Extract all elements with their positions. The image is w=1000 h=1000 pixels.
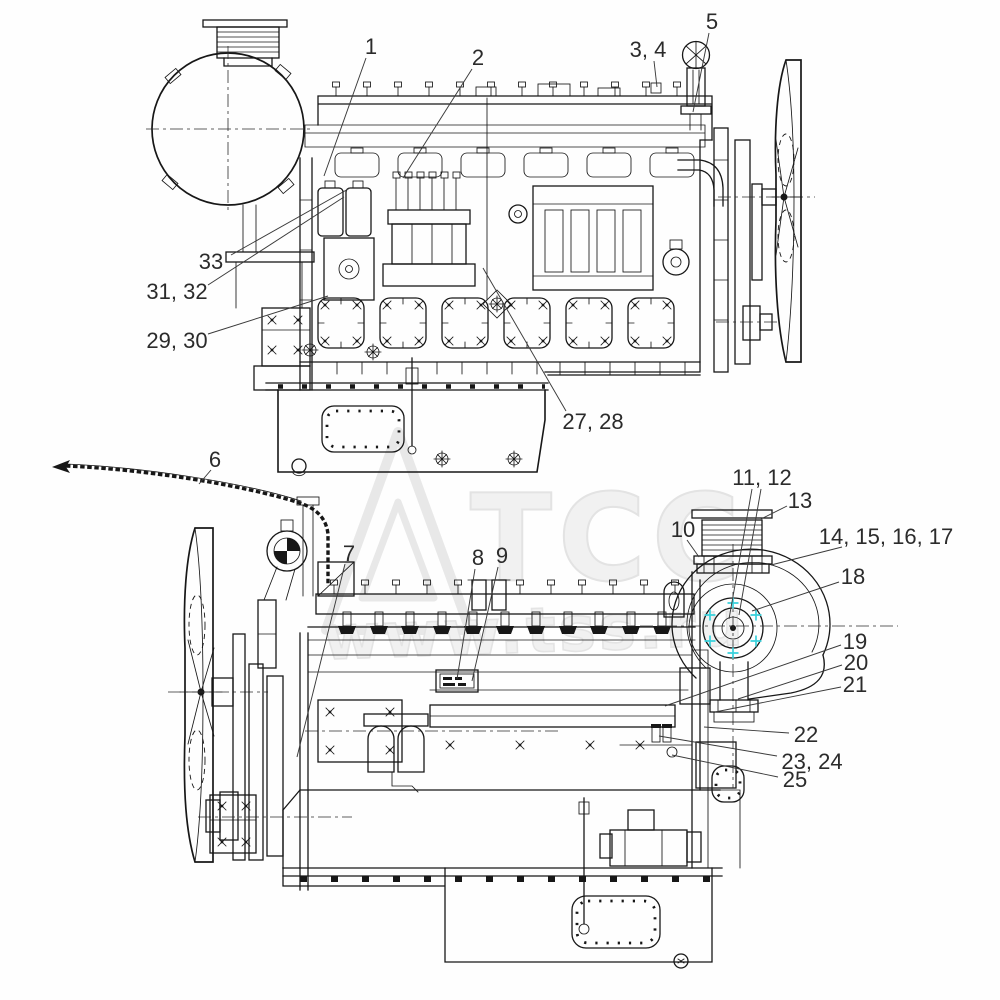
flywheel-housing-edge <box>619 571 745 869</box>
exhaust-flange <box>709 699 759 713</box>
callout-23-24-label: 23, 24 <box>781 749 842 774</box>
callout-11-12-leader <box>728 488 753 620</box>
callout-21-label: 21 <box>843 672 867 697</box>
front-pulleys <box>198 633 352 861</box>
callout-13-label: 13 <box>788 488 812 513</box>
injection-pump <box>382 171 476 287</box>
handhole-cover <box>711 765 745 803</box>
watermark-logo-triangle <box>321 427 475 635</box>
callout-31-32-label: 31, 32 <box>146 279 207 304</box>
front-top-bracket <box>296 496 355 891</box>
callout-29-30-leader <box>207 295 329 335</box>
stop-cable <box>52 460 330 586</box>
callout-3-4-leader <box>653 60 658 88</box>
callout-6-leader <box>198 469 212 485</box>
lifting-eye <box>663 581 685 618</box>
starter-motor <box>599 809 702 867</box>
fan-bottom <box>168 527 268 863</box>
air-cleaner <box>146 19 315 309</box>
head-stud <box>650 82 662 94</box>
callout-3-4-label: 3, 4 <box>630 37 667 62</box>
callout-6-label: 6 <box>209 447 221 472</box>
callout-27-28-leader <box>482 267 567 412</box>
fuel-filters <box>317 180 375 301</box>
callout-5-label: 5 <box>706 9 718 34</box>
bottom-rails-oil-sump <box>282 797 723 969</box>
turbo-volute <box>671 548 831 679</box>
callout-8-label: 8 <box>472 545 484 570</box>
callout-1-label: 1 <box>365 34 377 59</box>
exhaust-manifold <box>307 611 696 641</box>
callout-25-label: 25 <box>783 767 807 792</box>
callout-7-label: 7 <box>343 541 355 566</box>
callout-33-leader <box>230 187 351 256</box>
callout-5-leader <box>692 32 710 113</box>
callout-8-leader <box>456 568 476 680</box>
callout-11-12-leader-2 <box>738 488 762 616</box>
callout-27-28-label: 27, 28 <box>562 409 623 434</box>
water-pump <box>257 519 308 669</box>
callout-2-leader <box>402 68 473 179</box>
callout-20-label: 20 <box>844 650 868 675</box>
sump-access-cover <box>571 895 661 949</box>
name-plate <box>435 669 479 693</box>
callout-7-leader <box>296 563 346 758</box>
callout-22-label: 22 <box>794 722 818 747</box>
callout-31-32-leader <box>207 196 345 286</box>
cable-arrow <box>52 460 70 473</box>
callout-13-leader <box>760 505 788 520</box>
watermark: ТСС www.tss.ru <box>321 427 748 675</box>
drain-plug <box>291 458 307 474</box>
callout-22-leader <box>703 726 790 734</box>
callout-2-label: 2 <box>472 45 484 70</box>
watermark-logo-text: ТСС <box>470 470 746 609</box>
callout-18-label: 18 <box>841 564 865 589</box>
fan-drive <box>716 139 815 365</box>
sump-drain-plug <box>673 953 689 969</box>
watermark-logo-inner-triangle <box>358 498 438 602</box>
cylinder-head-deck <box>304 81 713 148</box>
callout-20-leader <box>737 664 843 700</box>
callout-23-24-leader <box>658 735 778 757</box>
callout-10-leader <box>686 539 700 558</box>
callout-19-leader <box>664 644 842 707</box>
callout-11-12-label: 11, 12 <box>732 465 792 490</box>
rear-accessories <box>544 127 729 373</box>
fuel-filter-bottom <box>363 713 429 793</box>
oil-pan-access-cover <box>321 405 405 453</box>
callout-1-leader <box>323 57 367 177</box>
center-details <box>301 97 528 361</box>
callout-14-17-label: 14, 15, 16, 17 <box>819 524 954 549</box>
rocker-covers <box>334 147 695 178</box>
breather-cap <box>650 40 712 131</box>
callout-29-30-label: 29, 30 <box>146 328 207 353</box>
callout-18-leader <box>751 581 840 612</box>
oil-cooler <box>532 185 654 291</box>
top-view <box>146 19 815 477</box>
oil-pan <box>277 357 546 477</box>
callout-10-label: 10 <box>671 517 695 542</box>
callout-9-leader <box>471 566 499 682</box>
cylinder-block-side <box>282 654 721 869</box>
callout-25-leader <box>671 754 779 778</box>
block-bottom <box>265 361 701 391</box>
callout-33-label: 33 <box>199 249 223 274</box>
fan <box>771 59 802 363</box>
callout-21-leader <box>714 686 842 713</box>
callout-19-label: 19 <box>843 629 867 654</box>
front-mount-bottom <box>209 794 257 854</box>
callout-9-label: 9 <box>496 543 508 568</box>
callout-14-17-leader <box>770 546 843 566</box>
